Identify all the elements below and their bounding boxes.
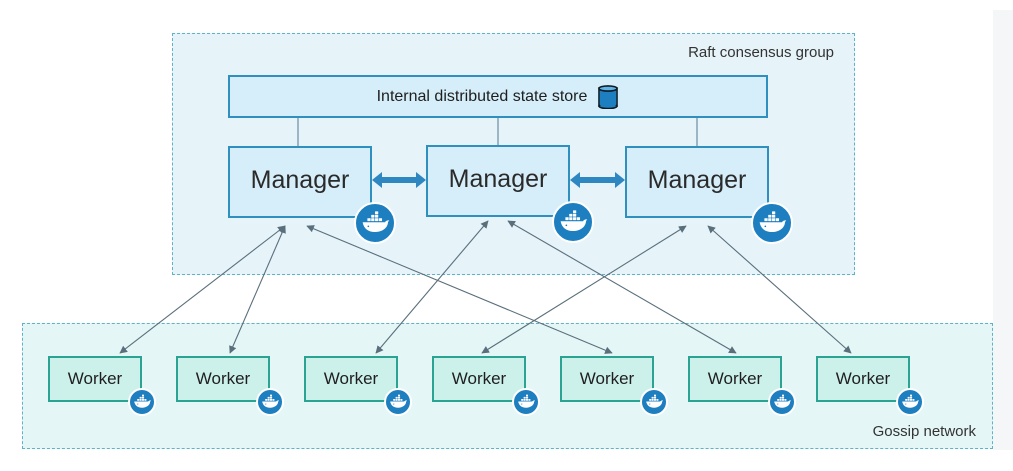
worker-node-1: Worker (48, 356, 156, 416)
raft-group-label: Raft consensus group (688, 44, 834, 61)
worker-node-6: Worker (688, 356, 796, 416)
manager-peer-arrow (570, 172, 625, 188)
worker-label: Worker (835, 369, 891, 388)
manager-worker-arrow (119, 225, 286, 354)
manager-peer-arrow (372, 172, 426, 188)
docker-whale-icon (256, 388, 284, 416)
worker-label: Worker (67, 369, 123, 388)
docker-whale-icon (640, 388, 668, 416)
database-icon (598, 84, 619, 109)
manager-node-2: Manager (426, 145, 594, 243)
manager-worker-arrow (229, 225, 286, 354)
worker-node-5: Worker (560, 356, 668, 416)
background-strip (993, 10, 1013, 450)
manager-node-3: Manager (625, 146, 793, 244)
manager-worker-arrow (507, 220, 737, 354)
worker-node-7: Worker (816, 356, 924, 416)
manager-label: Manager (448, 164, 548, 193)
worker-label: Worker (579, 369, 635, 388)
docker-whale-icon (768, 388, 796, 416)
docker-whale-icon (896, 388, 924, 416)
worker-label: Worker (451, 369, 507, 388)
manager-worker-arrow (707, 225, 852, 354)
state-store-box: Internal distributed state store (228, 75, 768, 118)
state-store-label: Internal distributed state store (376, 87, 588, 105)
manager-worker-arrow (481, 225, 687, 354)
gossip-group-label: Gossip network (872, 423, 976, 440)
worker-node-3: Worker (304, 356, 412, 416)
manager-worker-arrow (375, 220, 489, 354)
docker-whale-icon (384, 388, 412, 416)
worker-label: Worker (195, 369, 251, 388)
manager-node-1: Manager (228, 146, 396, 244)
worker-node-4: Worker (432, 356, 540, 416)
worker-label: Worker (707, 369, 763, 388)
manager-label: Manager (250, 165, 350, 194)
manager-label: Manager (647, 165, 747, 194)
docker-whale-icon (128, 388, 156, 416)
manager-worker-arrow (306, 225, 613, 354)
docker-whale-icon (512, 388, 540, 416)
worker-label: Worker (323, 369, 379, 388)
worker-node-2: Worker (176, 356, 284, 416)
